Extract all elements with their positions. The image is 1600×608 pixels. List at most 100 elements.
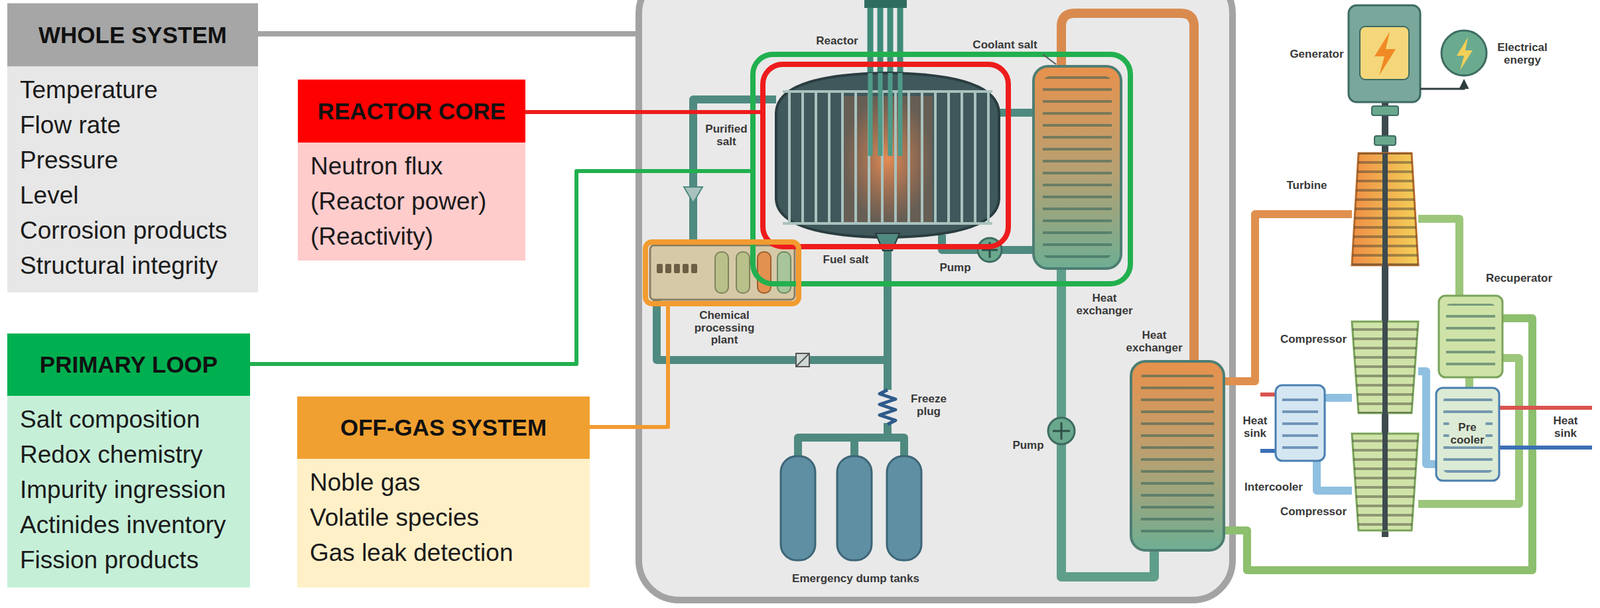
callout-heading: OFF-GAS SYSTEM [340,414,547,442]
leader-lines [258,31,639,37]
chemical-plant [796,353,810,367]
chemical-plant [656,264,663,274]
callout-item: Redox chemistry [19,437,203,473]
part-label: Chemical processing plant [693,309,757,347]
heat-exchanger [1042,76,1112,259]
power-cycle [1374,135,1396,146]
freeze-plug-and-tanks [837,456,872,561]
callout-heading: WHOLE SYSTEM [38,21,227,49]
power-cycle [1348,5,1421,103]
region-outlines [645,54,1131,304]
part-label: Generator [1288,48,1345,62]
leader-lines [525,110,763,115]
pump-symbol [1048,417,1075,445]
part-label: Heat exchanger [1074,292,1134,318]
part-label: Recuperator [1484,272,1554,286]
callout-item: (Reactivity) [310,218,434,255]
reactor-vessel [868,72,873,156]
callout-item: Actinides inventory [19,507,227,543]
chemical-plant [715,252,729,294]
power-cycle [1374,31,1396,76]
region-outlines [645,242,799,304]
callout-box: REACTOR CORE Neutron flux(Reactor power)(… [297,79,526,261]
reactor-vessel [776,0,1000,251]
chemical-plant [736,252,750,294]
callout-item: Temperature [19,72,158,108]
reactor-vessel [782,90,993,93]
freeze-plug-and-tanks [886,456,922,561]
freeze-plug-and-tanks [780,390,922,561]
part-label: Freeze plug [909,393,948,418]
power-cycle-pipes [1316,461,1352,491]
part-label: Coolant salt [971,39,1039,52]
callout-body: TemperatureFlow ratePressureLevelCorrosi… [7,66,259,293]
part-label: Heat sink [1552,415,1580,440]
part-label: Pump [1010,439,1045,453]
power-cycle-pipes [1499,405,1593,410]
callout-item: Corrosion products [19,212,228,249]
callout-heading: PRIMARY LOOP [39,351,218,379]
leader-lines [1042,54,1057,65]
callout-heading-band: REACTOR CORE [297,79,526,143]
power-cycle [1282,392,1319,454]
callout-heading: REACTOR CORE [317,98,506,125]
part-label: Pre cooler [1448,421,1486,447]
primary-pipes [999,108,1034,117]
power-cycle [1359,26,1409,80]
power-cycle [1446,303,1496,371]
power-cycle [1275,385,1325,462]
reactor-vessel [888,72,893,156]
callout-body: Noble gasVolatile speciesGas leak detect… [297,459,590,588]
part-label: Emergency dump tanks [790,573,921,586]
chemical-plant [650,187,810,367]
power-cycle-pipes [1418,218,1460,296]
part-label: Fuel salt [821,254,871,267]
part-label: Compressor [1278,506,1348,519]
part-label: Heat exchanger [1124,329,1184,355]
callout-item: Fission products [19,542,199,578]
callout-item: Gas leak detection [309,535,513,571]
chemical-plant [757,252,771,294]
callout-item: Structural integrity [19,248,218,284]
power-cycle [1441,30,1487,76]
chemical-plant [682,264,689,274]
callout-box: OFF-GAS SYSTEM Noble gasVolatile speciesG… [297,396,590,588]
part-label: Electrical energy [1495,41,1549,67]
callout-item: Flow rate [19,107,121,143]
reactor-vessel [782,222,993,225]
part-label: Purified salt [703,123,749,148]
callout-item: Salt composition [19,401,200,438]
part-label: Reactor [814,35,860,48]
primary-pipes [798,423,905,458]
freeze-plug-and-tanks [879,390,896,425]
part-label: Turbine [1284,179,1329,193]
callout-item: Level [19,177,79,213]
power-cycle-pipes [1260,449,1276,454]
callout-item: Impurity ingression [19,472,227,508]
leader-lines [250,33,1057,428]
region-outlines [752,54,1131,284]
pump-symbol [1052,422,1070,440]
freeze-plug-and-tanks [780,456,816,561]
callout-heading-band: OFF-GAS SYSTEM [297,396,590,460]
callout-item: Pressure [19,142,119,178]
heat-exchanger [1131,361,1224,551]
region-outlines [762,64,1009,247]
part-label: Heat sink [1241,415,1269,440]
reactor-vessel [877,0,884,156]
reactor-vessel [887,0,894,156]
heat-exchanger [1140,371,1214,541]
power-cycle [1275,5,1503,538]
power-cycle-pipes [1418,371,1437,465]
callout-box: WHOLE SYSTEM TemperatureFlow ratePressure… [7,3,259,293]
callout-item: (Reactor power) [310,183,487,219]
callout-body: Neutron flux(Reactor power)(Reactivity) [297,142,526,261]
chemical-plant [665,264,672,274]
power-cycle [1371,106,1399,116]
part-label: Pump [937,262,972,275]
power-cycle-pipes [1260,392,1276,397]
power-cycle [1420,80,1465,89]
reactor-vessel [878,72,883,156]
power-cycle [1443,396,1493,473]
